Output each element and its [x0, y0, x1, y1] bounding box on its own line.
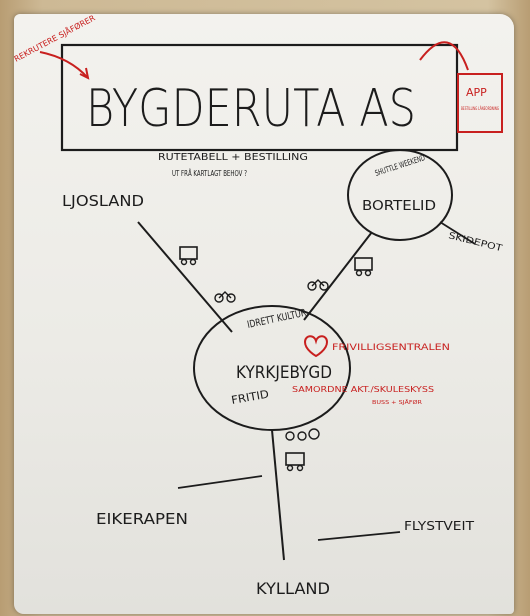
road-kylland [271, 429, 285, 561]
subtitle-line2: UT FRÅ KARTLAGT BEHOV ? [172, 169, 247, 178]
heart-icon [303, 335, 329, 358]
road-eikerapen [177, 475, 263, 489]
bus-icon [285, 452, 305, 472]
skidepot-label: SKIDEPOT [447, 231, 503, 254]
app-box [457, 73, 503, 133]
buss-note: BUSS + SJÅFØR [372, 399, 422, 406]
place-ljosland: LJOSLAND [62, 192, 144, 210]
road-bortelid [303, 231, 373, 321]
red-arrow-note [39, 51, 89, 79]
subtitle-line1: RUTETABELL + BESTILLING [158, 152, 308, 163]
place-bortelid: BORTELID [362, 199, 436, 214]
bortelid-ellipse [347, 149, 453, 241]
place-kyrkjebygd: KYRKJEBYGD [236, 363, 332, 383]
fritid-label: FRITID [230, 388, 270, 407]
road-skidepot [439, 221, 476, 245]
company-title: BYGDERUTA AS [86, 79, 416, 139]
road-flystveit [317, 531, 401, 541]
samordne-note: SAMORDNE AKT./SKULESKYSS [292, 385, 434, 394]
place-flystveit: FLYSTVEIT [404, 519, 475, 533]
bicycle-icon [214, 291, 236, 303]
road-ljosland [137, 221, 233, 333]
place-eikerapen: EIKERAPEN [96, 510, 188, 528]
idrett-kultur: IDRETT KULTUR [246, 308, 307, 331]
place-kylland: KYLLAND [256, 579, 330, 598]
shuttle-weekend: SHUTTLE WEEKEND [374, 153, 426, 178]
bicycle-icon [307, 279, 329, 291]
red-arc-app [419, 41, 469, 71]
bus-icon [354, 257, 373, 277]
flipchart-paper [14, 14, 514, 614]
bicycle-icon [285, 428, 320, 441]
frivilligsentralen: FRIVILLIGSENTRALEN [332, 343, 450, 353]
bus-icon [179, 246, 198, 266]
app-label: APP [466, 86, 487, 99]
app-sub: BESTILLING LÅNEORDNING [461, 105, 499, 112]
